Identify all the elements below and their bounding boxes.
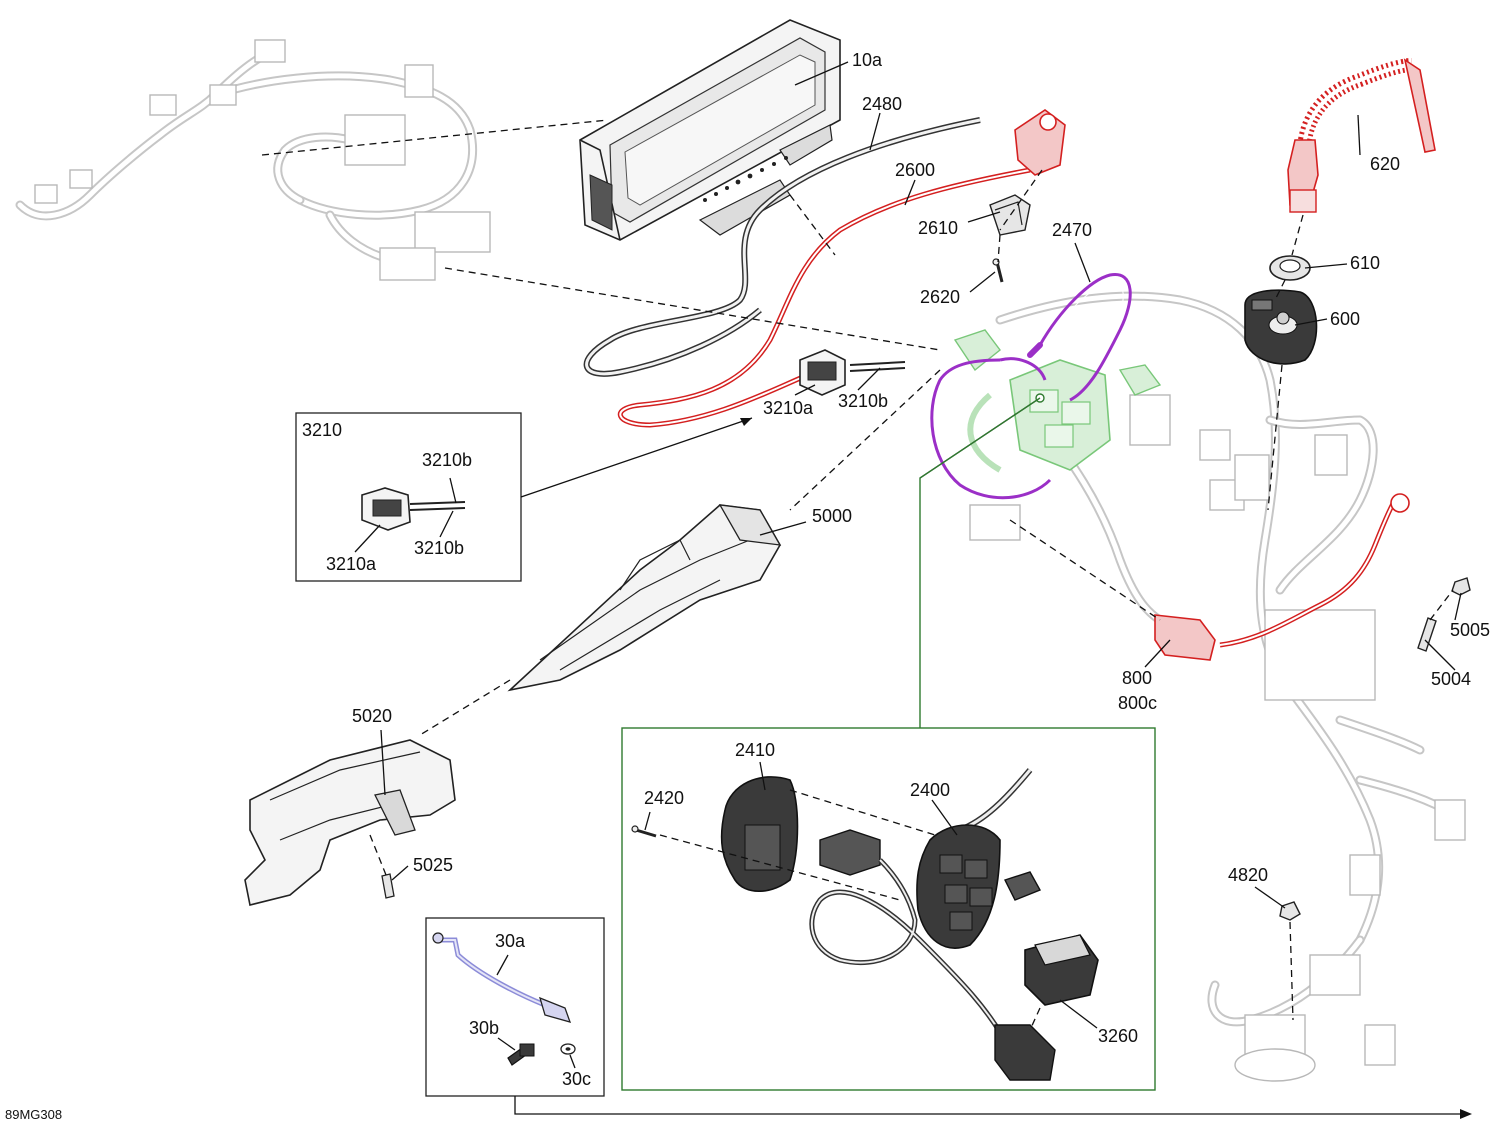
detail-box-2400 [621, 727, 1156, 1091]
label-3210a-box: 3210a [326, 554, 377, 574]
label-2480: 2480 [862, 94, 902, 114]
washer-30c [560, 1043, 576, 1055]
switch-600 [1244, 289, 1318, 365]
label-3210-box: 3210 [302, 420, 342, 440]
label-5004: 5004 [1431, 669, 1471, 689]
figure-code: 89MG308 [5, 1107, 62, 1122]
cable-2480 [583, 117, 981, 377]
label-2410: 2410 [735, 740, 775, 760]
label-3210b-box-upper: 3210b [422, 450, 472, 470]
label-3260: 3260 [1098, 1026, 1138, 1046]
label-2400: 2400 [910, 780, 950, 800]
label-3210a-top: 3210a [763, 398, 814, 418]
label-610: 610 [1350, 253, 1380, 273]
label-5025: 5025 [413, 855, 453, 875]
label-5020: 5020 [352, 706, 392, 726]
label-4820: 4820 [1228, 865, 1268, 885]
switch-3260 [1024, 934, 1099, 1006]
connector-3210a-top [799, 349, 846, 396]
label-2420: 2420 [644, 788, 684, 808]
cable-30a [432, 932, 572, 1023]
switch-assembly-installed-highlight [953, 329, 1162, 473]
detail-box-3210 [295, 412, 522, 582]
bolt-30b [507, 1043, 535, 1066]
cover-2410 [720, 776, 799, 892]
label-30b: 30b [469, 1018, 499, 1038]
label-5005: 5005 [1450, 620, 1490, 640]
label-5000: 5000 [812, 506, 852, 526]
label-2600: 2600 [895, 160, 935, 180]
label-10a: 10a [852, 50, 883, 70]
label-620: 620 [1370, 154, 1400, 174]
bracket-2610 [989, 194, 1031, 236]
label-3210b-top: 3210b [838, 391, 888, 411]
wiring-harness-top-left [15, 39, 491, 281]
label-30a: 30a [495, 931, 526, 951]
bracket-5020 [244, 739, 456, 906]
cover-5000 [507, 504, 782, 692]
label-2470: 2470 [1052, 220, 1092, 240]
label-2620: 2620 [920, 287, 960, 307]
label-30c: 30c [562, 1069, 591, 1089]
harness-800 [1154, 493, 1410, 661]
safety-lanyard-620 [1287, 58, 1436, 213]
cap-610 [1269, 255, 1311, 281]
label-600: 600 [1330, 309, 1360, 329]
wiring-harness-main-right [969, 291, 1466, 1082]
label-800c: 800c [1118, 693, 1157, 713]
harness-2470 [930, 273, 1132, 500]
bolt-5025 [381, 873, 395, 899]
label-800: 800 [1122, 668, 1152, 688]
switch-module-2400 [809, 768, 1056, 1081]
callout-leader-lines [354, 61, 1472, 1119]
assembly-dashed-lines [261, 119, 1454, 1031]
bolt-5004 [1417, 617, 1437, 652]
screw-2620 [992, 258, 1004, 283]
part-number-labels: 10a 2480 2600 2610 2620 2470 620 610 600… [5, 50, 1490, 1122]
tether-cable-2600 [617, 109, 1066, 428]
instrument-cluster-10a [579, 19, 841, 241]
screw-2420 [631, 825, 657, 838]
label-3210b-box-lower: 3210b [414, 538, 464, 558]
nut-4820 [1279, 901, 1301, 921]
terminals-3210b-top [849, 361, 906, 372]
nut-5005 [1451, 577, 1471, 596]
label-2610: 2610 [918, 218, 958, 238]
